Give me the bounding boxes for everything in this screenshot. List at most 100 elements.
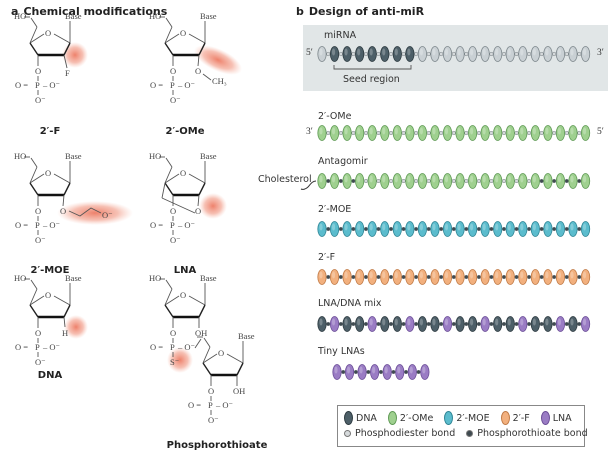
bead-highlight [582,223,587,231]
bead [568,125,578,141]
bead-highlight [570,127,574,135]
bead-highlight [470,318,474,326]
bead [442,221,453,237]
bead-highlight [344,127,348,135]
phosphorothioate-bond [426,274,431,280]
bead [442,316,453,332]
bead [357,364,367,380]
phosphate-o-minus-label: – O⁻ [177,80,196,90]
bead [430,316,440,332]
bead-highlight [419,127,423,135]
phosphorothioate-bond [501,226,507,232]
bead-highlight [545,127,549,135]
bead [530,46,540,62]
bond-line [198,304,206,318]
bead-highlight [507,271,511,279]
bead [342,46,352,62]
bead-highlight [432,271,436,279]
bead-highlight [444,48,449,56]
phosphorothioate-bond [416,369,421,375]
bond-line [29,304,39,318]
bead [355,46,365,62]
phosphorothioate-bond [451,226,456,232]
bead [342,221,352,237]
phosphodiester-bond [401,51,406,57]
bead [518,221,528,237]
mirna-chain [317,46,591,62]
phosphodiester-bond [539,51,544,57]
bond-line [63,304,71,318]
bead-highlight [409,366,413,374]
bond-line [30,17,38,28]
ho-label: HO [149,151,161,161]
ring-oxygen-label: O [180,28,186,38]
panel-b-title-text: Design of anti-miR [308,5,425,18]
bead-highlight [319,318,323,326]
bond-line [164,166,173,184]
bond-line [165,279,173,290]
phosphodiester-bond [501,178,507,184]
phosphodiester-bond [388,178,394,184]
bead [417,46,428,62]
2f-chain [317,269,591,285]
antagomir-chain [317,173,591,189]
phosphorothioate-bond [388,226,394,232]
phosphorus-label: P [170,220,175,230]
bond-line [164,42,174,56]
bead [380,173,390,189]
bead [442,125,453,141]
bead-highlight [319,48,323,56]
phosphodiester-bond [376,178,381,184]
bead [317,316,327,332]
bead [468,269,478,285]
phosphodiester-bond [464,51,469,57]
bead-highlight [319,223,323,231]
bond-line [198,182,206,196]
bead-highlight [444,271,449,279]
bead [405,316,415,332]
bead-highlight [357,48,361,56]
bead [405,125,415,141]
row-label-2f: 2′-F [318,252,336,263]
bead-highlight [394,48,398,56]
bead-highlight [359,366,363,374]
modification-highlight [199,193,227,219]
modification-highlight [193,45,243,75]
bead-highlight [444,127,449,135]
bead [382,364,392,380]
bead-highlight [432,175,436,183]
ring-oxygen-label: O [218,348,224,358]
legend-label: LNA [552,412,572,424]
phosphate-o-label: O = [15,80,28,90]
bond-line [203,337,211,348]
bond-line [164,26,173,44]
ho-label: HO [149,273,161,283]
lna-dna-mix-chain [317,316,591,332]
bead-highlight [344,223,348,231]
phosphorothioate-bond [564,178,569,184]
phosphorus-label: P [35,80,40,90]
bead-highlight [357,175,361,183]
row-label-mirna: miRNA [324,30,357,41]
phosphodiester-bond [414,51,419,57]
bead-highlight [382,127,386,135]
phosphorothioate-bond [414,274,419,280]
phosphorothioate-bond [527,226,532,232]
bond-line [63,182,71,196]
phosphorothioate-bond [426,321,431,327]
modification-highlight [64,315,88,339]
bead [530,269,540,285]
phosphodiester-bond [476,178,481,184]
bead-highlight [545,271,549,279]
bead-highlight [470,223,474,231]
bead [480,125,490,141]
phosphate-o-minus-label: – O⁻ [177,342,196,352]
base-label: Base [200,273,217,283]
bead [493,173,503,189]
bridge-line [161,197,196,214]
bead [505,173,515,189]
phosphorothioate-bond [464,321,469,327]
cholesterol-label: Cholesterol [258,174,312,185]
